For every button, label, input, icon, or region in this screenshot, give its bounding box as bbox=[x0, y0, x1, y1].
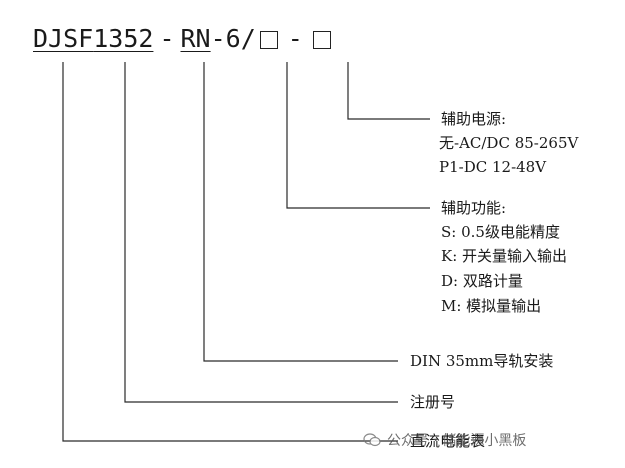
aux-power-title: 辅助电源: bbox=[441, 110, 507, 128]
connector-din-rail bbox=[203, 62, 398, 362]
watermark-text: 公众号 · 储能源小黑板 bbox=[387, 433, 527, 449]
code-separator-2: - bbox=[287, 24, 303, 53]
dc-meter-label: 直流电能表 bbox=[410, 432, 486, 450]
connector-aux-power bbox=[347, 62, 430, 120]
aux-power-option-p1: P1-DC 12-48V bbox=[439, 158, 547, 176]
aux-func-option-s: S: 0.5级电能精度 bbox=[441, 223, 560, 241]
code-six: -6/ bbox=[210, 24, 256, 53]
code-separator-1: - bbox=[159, 24, 175, 53]
code-box-aux-power bbox=[312, 31, 331, 49]
aux-func-option-d: D: 双路计量 bbox=[441, 272, 523, 290]
aux-func-title: 辅助功能: bbox=[441, 199, 507, 217]
din-rail-label: DIN 35mm导轨安装 bbox=[410, 352, 554, 370]
connector-reg-no bbox=[124, 62, 398, 403]
reg-no-label: 注册号 bbox=[410, 393, 456, 411]
code-rn: RN bbox=[180, 24, 211, 53]
code-box-aux-function bbox=[259, 31, 278, 49]
wechat-icon bbox=[363, 433, 381, 447]
connector-aux-func bbox=[286, 62, 430, 209]
code-series: DJSF bbox=[33, 24, 94, 53]
aux-func-option-k: K: 开关量输入输出 bbox=[441, 247, 568, 265]
aux-func-option-m: M: 模拟量输出 bbox=[441, 297, 542, 315]
model-code: DJSF1352-RN-6/- bbox=[33, 24, 331, 54]
watermark: 公众号 · 储能源小黑板 bbox=[363, 430, 526, 450]
connector-dc-meter bbox=[62, 62, 398, 442]
code-number: 1352 bbox=[93, 24, 154, 53]
aux-power-option-ac-dc: 无-AC/DC 85-265V bbox=[439, 134, 579, 152]
